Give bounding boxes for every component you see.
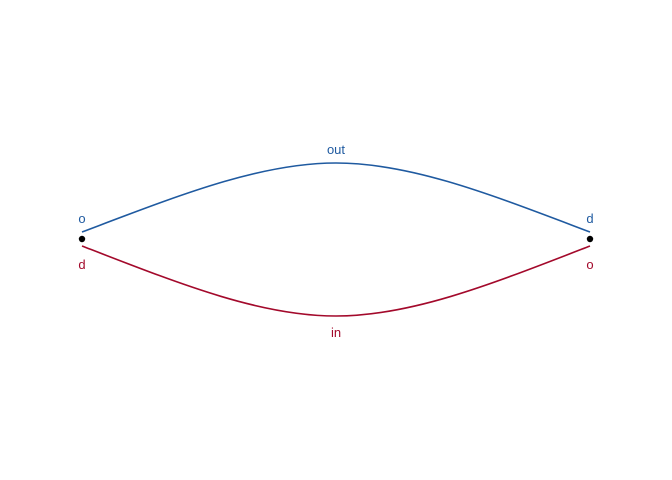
edge-out-label: out [327,142,345,157]
edge-in-start-label: d [78,257,85,272]
edge-in-curve [81,245,591,317]
node-left [78,235,86,243]
edge-out-curve [81,162,591,233]
edge-in-end-label: o [586,257,593,272]
node-right [586,235,594,243]
edge-out-end-label: d [586,211,593,226]
edge-out-start-label: o [78,211,85,226]
edge-in-label: in [331,325,341,340]
